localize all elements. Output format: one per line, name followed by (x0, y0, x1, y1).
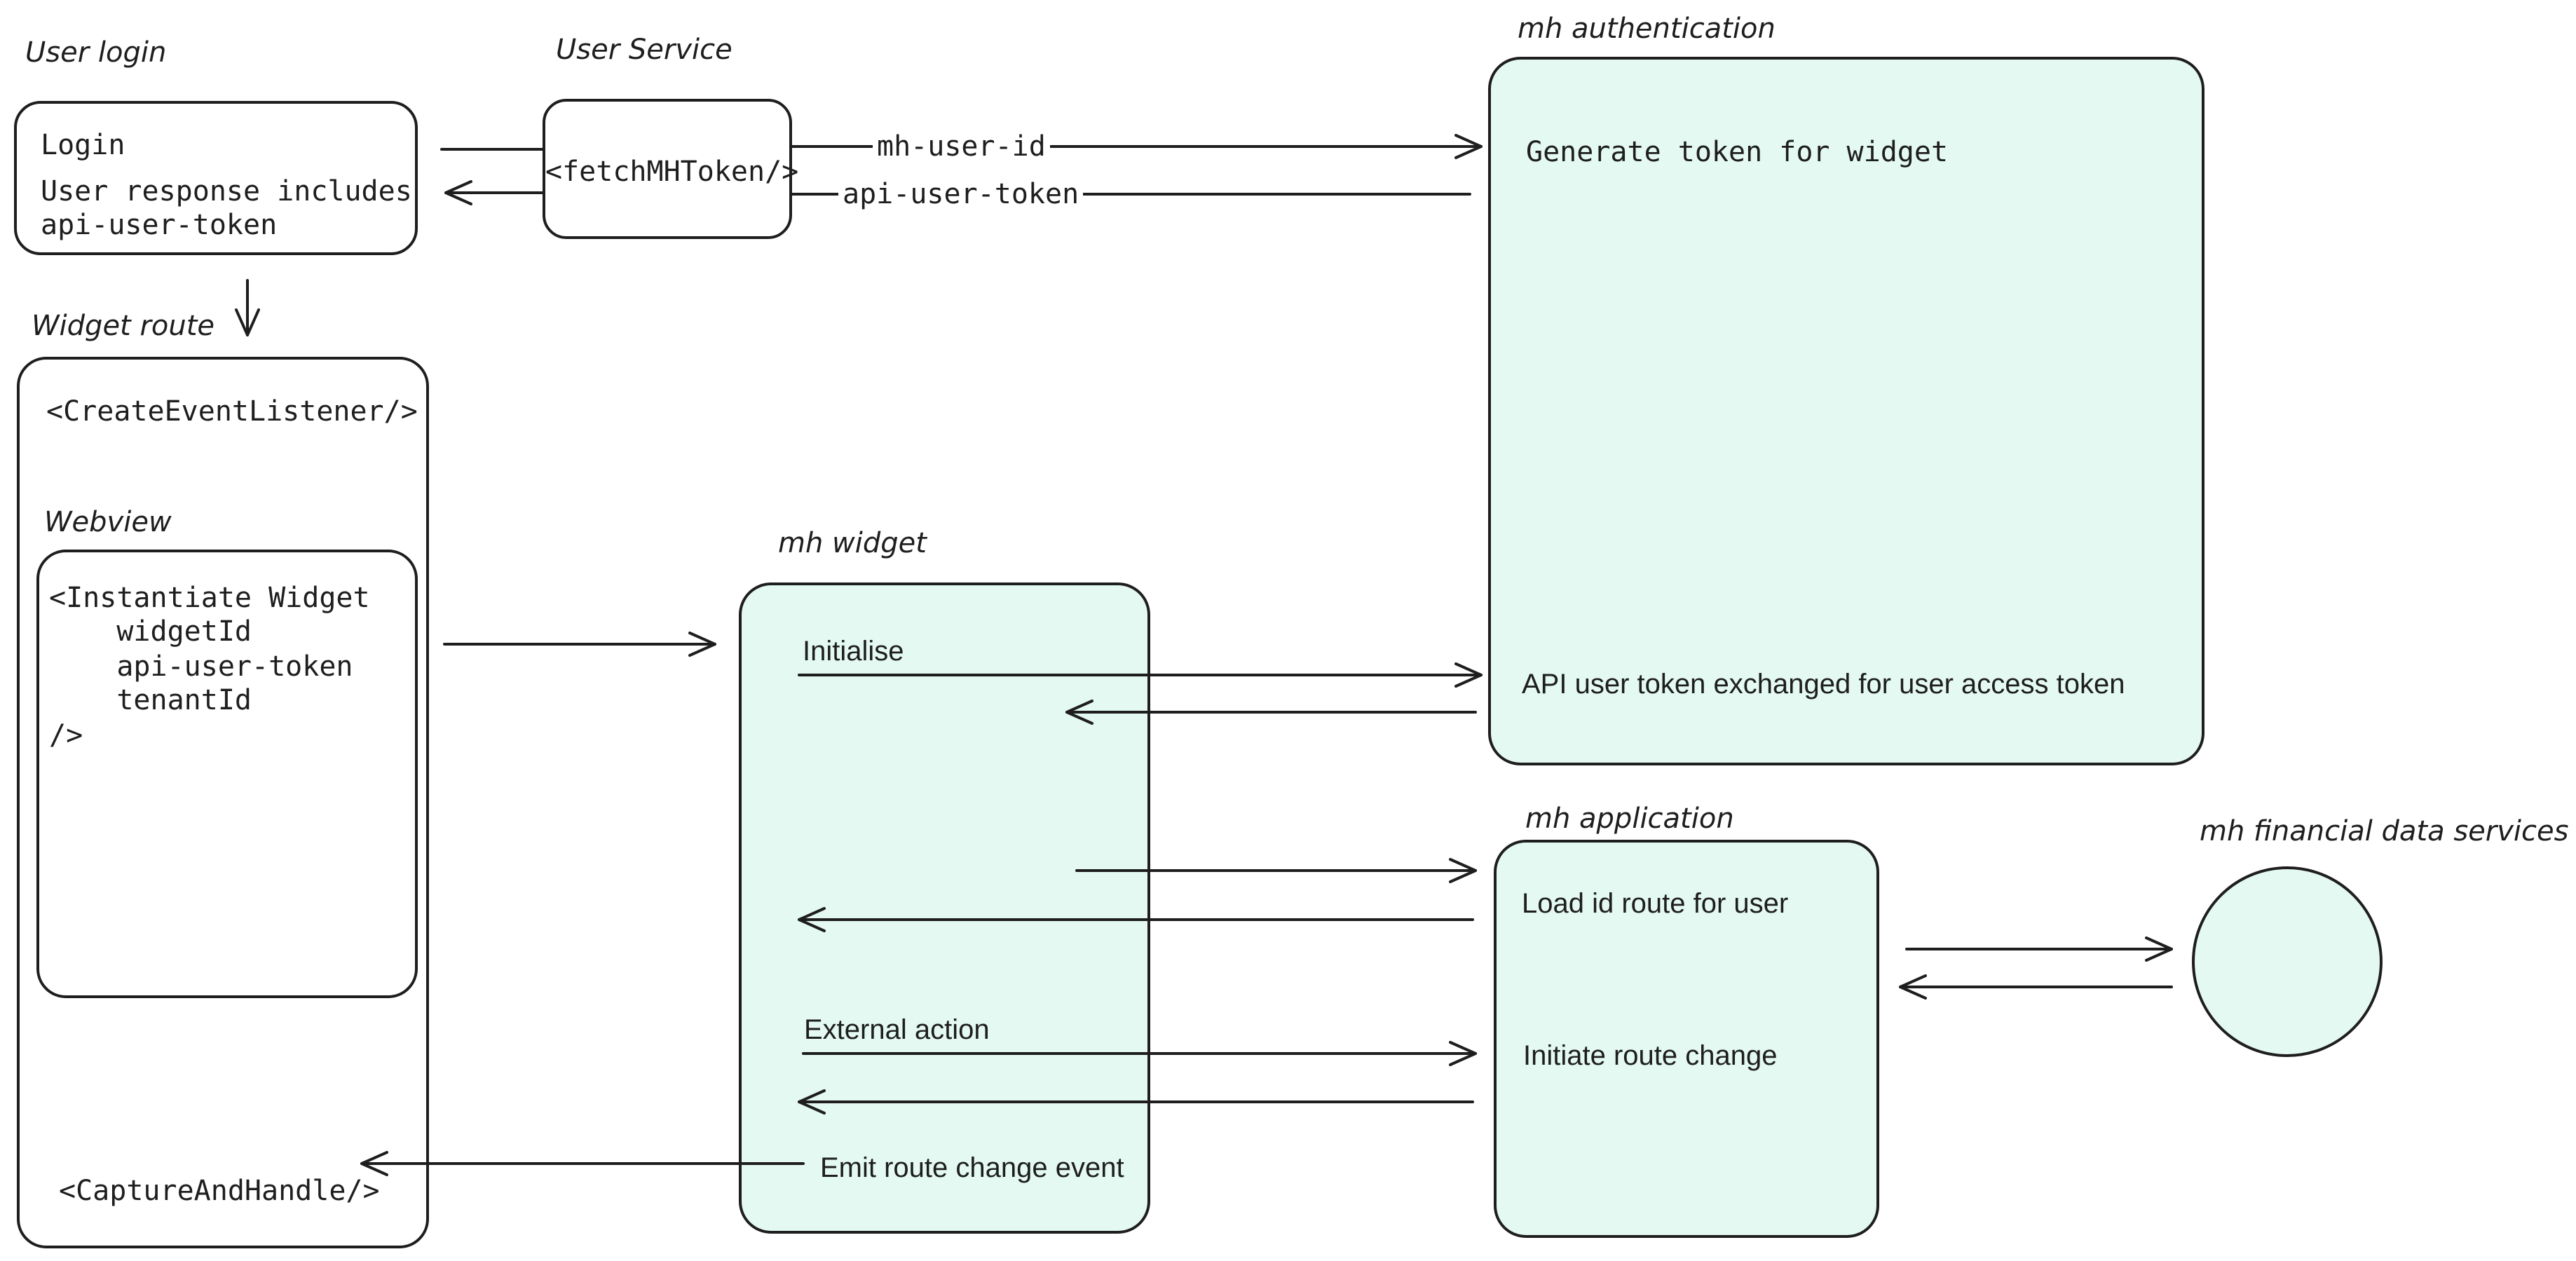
mh-user-id-label: mh-user-id (873, 130, 1050, 163)
user-service-label: User Service (556, 34, 732, 66)
load-route-label: Load id route for user (1522, 888, 1789, 919)
api-user-token-label: api-user-token (838, 178, 1084, 210)
initialise-label: Initialise (803, 636, 904, 667)
login-response-line1: User response includes (41, 175, 412, 207)
login-title: Login (41, 129, 125, 161)
login-response-line2: api-user-token (41, 209, 278, 241)
create-event-listener-text: <CreateEventListener/> (46, 395, 418, 428)
mh-widget-box (739, 582, 1150, 1234)
generate-token-text: Generate token for widget (1526, 136, 1949, 168)
webview-box (36, 550, 418, 998)
external-action-label: External action (804, 1014, 990, 1045)
webview-label: Webview (44, 506, 172, 538)
widget-route-box (17, 357, 429, 1248)
token-exchange-text: API user token exchanged for user access… (1522, 669, 2125, 700)
capture-and-handle-text: <CaptureAndHandle/> (59, 1175, 380, 1207)
instantiate-widget-line1: <Instantiate Widget (49, 582, 370, 614)
mh-financial-data-services-label: mh financial data services (2200, 815, 2569, 847)
mh-authentication-box (1488, 57, 2204, 765)
user-service-box (543, 99, 792, 239)
fetch-mh-token-text: <fetchMHToken/> (545, 156, 799, 188)
emit-route-change-label: Emit route change event (820, 1152, 1124, 1184)
mh-widget-label: mh widget (778, 527, 927, 559)
instantiate-widget-line5: /> (49, 719, 83, 751)
login-box (14, 101, 418, 255)
route-change-label: Initiate route change (1523, 1040, 1778, 1071)
instantiate-widget-line2: widgetId (49, 615, 252, 648)
instantiate-widget-line4: tenantId (49, 684, 252, 716)
instantiate-widget-line3: api-user-token (49, 650, 353, 683)
mh-financial-data-services-node (2192, 866, 2383, 1057)
widget-route-label: Widget route (32, 310, 215, 342)
mh-application-label: mh application (1525, 803, 1734, 835)
mh-application-box (1494, 840, 1879, 1238)
mh-authentication-label: mh authentication (1518, 13, 1776, 45)
user-login-label: User login (25, 36, 167, 69)
